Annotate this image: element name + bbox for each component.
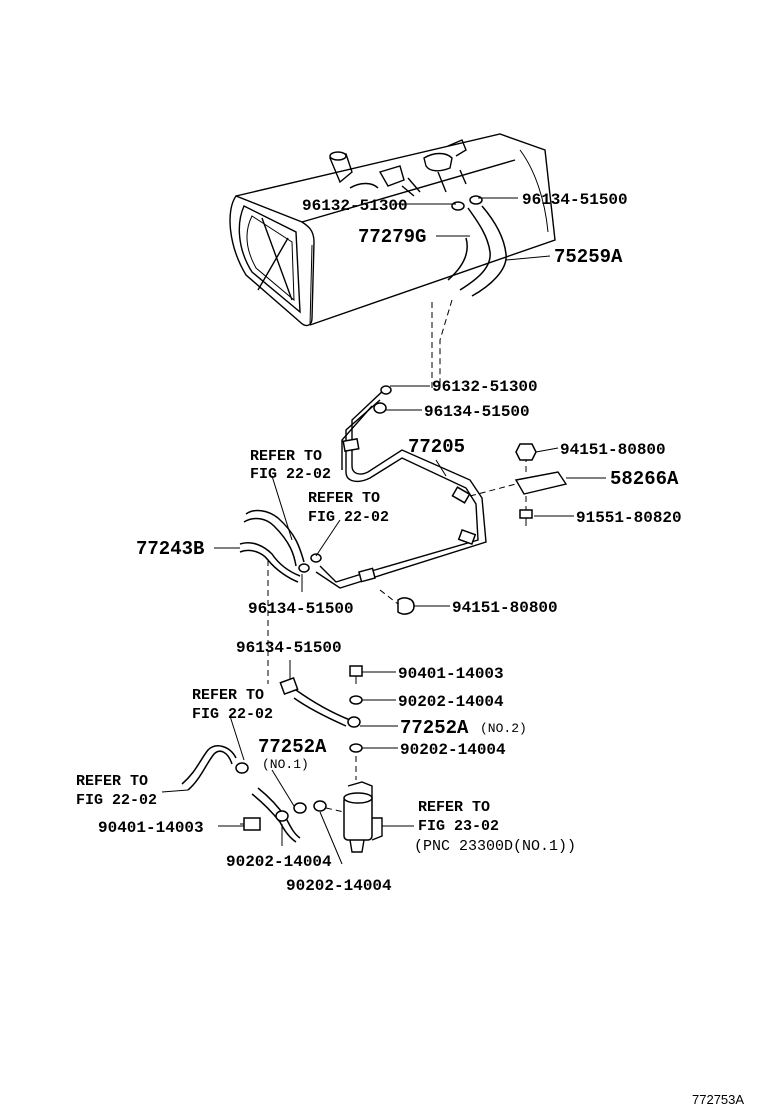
fuel-filter [343,781,383,853]
refer-note-3-line2: FIG 22-02 [192,706,273,723]
callout-96134-51500-lower: 96134-51500 [248,600,354,618]
callout-77279g: 77279G [358,226,426,248]
callout-77252a-no1-note: (NO.1) [262,757,309,772]
hose-77252a-no2 [279,677,361,728]
tank-hoses [447,195,507,297]
hose-77252a-no1 [251,787,345,843]
refer-note-3-line1: REFER TO [192,687,264,704]
grommet [397,597,415,615]
callout-96132-51300-upper: 96132-51300 [302,197,408,215]
callout-90202-14004-a: 90202-14004 [398,693,504,711]
callout-77205: 77205 [408,436,465,458]
callout-77252a-no1: 77252A [258,736,327,758]
callout-77252a-no2: 77252A [400,717,469,739]
callout-90401-14003-upper: 90401-14003 [398,665,504,683]
callout-96134-51500-bottom: 96134-51500 [236,639,342,657]
callout-96132-51300-mid: 96132-51300 [432,378,538,396]
refer-note-1-line2: FIG 22-02 [250,466,331,483]
callout-94151-80800-upper: 94151-80800 [560,441,666,459]
callout-94151-80800-lower: 94151-80800 [452,599,558,617]
callout-58266a: 58266A [610,468,679,490]
figure-id: 772753A [692,1092,744,1107]
callout-77252a-no2-note: (NO.2) [480,721,527,736]
refer-note-4-line2: FIG 22-02 [76,792,157,809]
callout-75259a: 75259A [554,246,623,268]
refer-note-1-line1: REFER TO [250,448,322,465]
callout-77243b: 77243B [136,538,204,560]
hose-left [181,745,249,791]
fuel-pipes [315,385,487,589]
refer-note-4-line1: REFER TO [76,773,148,790]
fuel-tank [229,133,556,327]
refer-note-5-line2: FIG 23-02 [418,818,499,835]
bracket [469,443,568,526]
refer-note-5-line3: (PNC 23300D(NO.1)) [414,838,576,855]
refer-note-2-line2: FIG 22-02 [308,509,389,526]
refer-note-2-line1: REFER TO [308,490,380,507]
callout-90202-14004-c: 90202-14004 [226,853,332,871]
callout-96134-51500-mid: 96134-51500 [424,403,530,421]
bolt-lower [240,817,261,831]
callout-91551-80820: 91551-80820 [576,509,682,527]
callout-90202-14004-b: 90202-14004 [400,741,506,759]
refer-note-5-line1: REFER TO [418,799,490,816]
callout-90202-14004-d: 90202-14004 [286,877,392,895]
leader-lines [161,197,606,865]
callout-90401-14003-lower: 90401-14003 [98,819,204,837]
callout-96134-51500-upper: 96134-51500 [522,191,628,209]
